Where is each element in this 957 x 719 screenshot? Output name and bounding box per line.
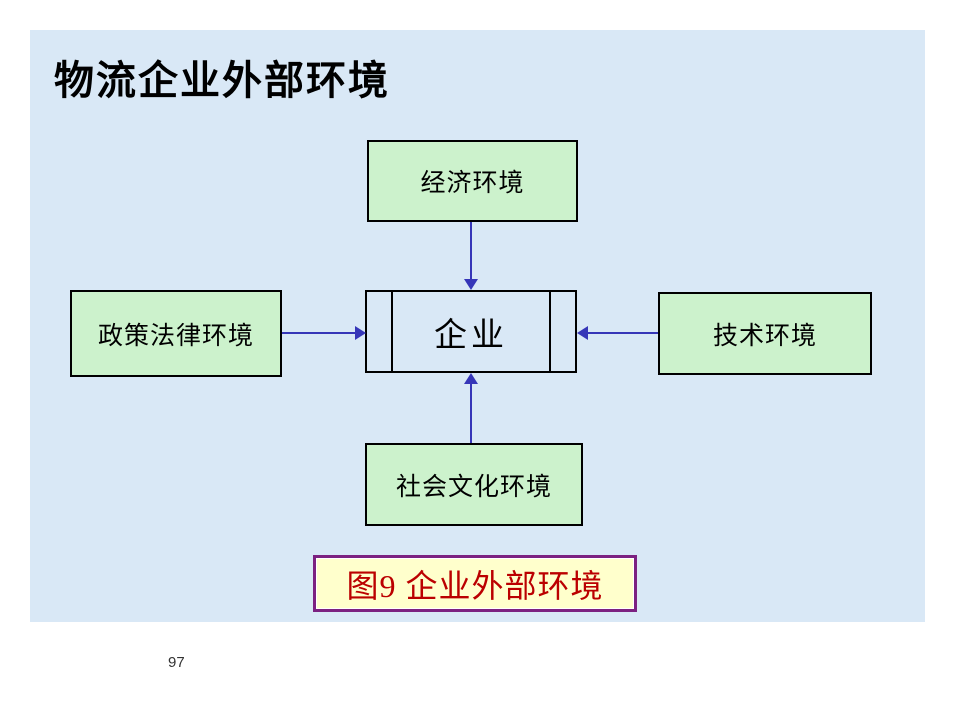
arrow-economic-to-enterprise-line: [470, 222, 472, 280]
box-technical-environment-label: 技术环境: [712, 322, 817, 350]
arrow-social-to-enterprise-line: [470, 383, 472, 443]
box-social-cultural-environment: 社会文化环境: [365, 443, 583, 526]
box-enterprise-label: 企业: [434, 317, 508, 354]
center-box-right-bar: [549, 292, 551, 371]
slide: 物流企业外部环境 经济环境 政策法律环境 技术环境 社会文化环境 企业: [30, 30, 925, 622]
box-social-cultural-environment-label: 社会文化环境: [395, 473, 552, 501]
box-policy-legal-environment: 政策法律环境: [70, 290, 282, 377]
arrow-economic-to-enterprise-head: [464, 279, 478, 290]
box-policy-legal-environment-label: 政策法律环境: [97, 322, 254, 350]
figure-caption-text: 图9 企业外部环境: [346, 567, 604, 604]
arrow-policy-to-enterprise-line: [282, 332, 356, 334]
slide-title: 物流企业外部环境: [54, 58, 390, 103]
box-enterprise: 企业: [365, 290, 577, 373]
arrow-technical-to-enterprise-line: [587, 332, 658, 334]
arrow-technical-to-enterprise-head: [577, 326, 588, 340]
arrow-policy-to-enterprise-head: [355, 326, 366, 340]
center-box-left-bar: [391, 292, 393, 371]
page-number: 97: [168, 654, 185, 671]
box-economic-environment-label: 经济环境: [420, 170, 525, 197]
box-technical-environment: 技术环境: [658, 292, 872, 375]
box-economic-environment: 经济环境: [367, 140, 578, 222]
arrow-social-to-enterprise-head: [464, 373, 478, 384]
figure-caption: 图9 企业外部环境: [313, 555, 637, 612]
